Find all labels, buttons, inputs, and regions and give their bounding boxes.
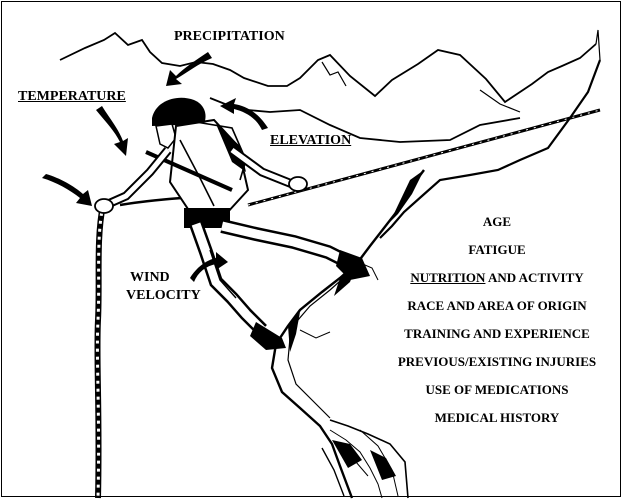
factor-item: FATIGUE	[370, 242, 624, 258]
factor-item: MEDICAL HISTORY	[370, 410, 624, 426]
label-temperature: TEMPERATURE	[18, 89, 126, 105]
label-wind: WIND	[130, 270, 170, 286]
label-velocity: VELOCITY	[126, 288, 201, 304]
factor-item: TRAINING AND EXPERIENCE	[370, 326, 624, 342]
factor-item: RACE AND AREA OF ORIGIN	[370, 298, 624, 314]
factor-item: NUTRITION AND ACTIVITY	[370, 270, 624, 286]
factor-item: AGE	[370, 214, 624, 230]
factor-item: USE OF MEDICATIONS	[370, 382, 624, 398]
factor-item: PREVIOUS/EXISTING INJURIES	[370, 354, 624, 370]
label-precipitation: PRECIPITATION	[174, 29, 285, 45]
label-elevation: ELEVATION	[270, 133, 351, 149]
mountain-icon	[60, 30, 600, 142]
